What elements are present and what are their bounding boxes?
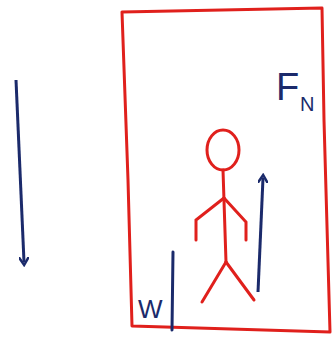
stick-figure (196, 130, 254, 302)
weight-label: W (138, 296, 163, 322)
elevator-box (122, 8, 330, 332)
weight-arrow (172, 252, 173, 330)
force-label: F (276, 68, 299, 106)
force-subscript: N (300, 94, 314, 114)
normal-force-arrow (258, 178, 263, 292)
acceleration-arrow (16, 80, 24, 262)
